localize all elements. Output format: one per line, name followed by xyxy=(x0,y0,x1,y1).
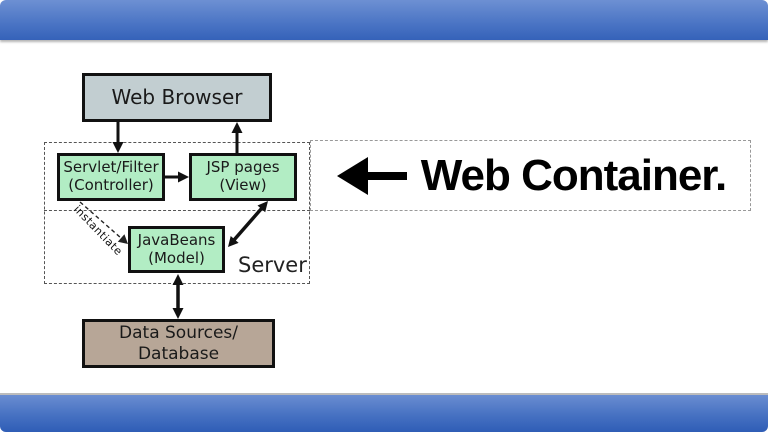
left-arrow-icon xyxy=(336,156,407,195)
database-line2: Database xyxy=(137,343,220,364)
database-line1: Data Sources/ xyxy=(119,323,238,344)
web-container-divider xyxy=(44,210,310,211)
view-line2: (View) xyxy=(219,176,267,194)
jsp-view-box: JSP pages (View) xyxy=(189,153,297,201)
web-container-annotation: Web Container. xyxy=(310,140,751,211)
bottom-banner xyxy=(0,393,768,432)
javabeans-model-box: JavaBeans (Model) xyxy=(128,226,225,273)
model-line1: JavaBeans xyxy=(137,230,216,249)
controller-line1: Servlet/Filter xyxy=(63,158,159,177)
controller-line2: (Controller) xyxy=(68,176,154,194)
servlet-controller-box: Servlet/Filter (Controller) xyxy=(57,153,165,201)
web-container-text: Web Container. xyxy=(420,150,727,200)
model-line2: (Model) xyxy=(148,248,205,267)
web-browser-box: Web Browser xyxy=(82,73,272,122)
view-line1: JSP pages xyxy=(206,158,280,177)
database-box: Data Sources/ Database xyxy=(82,319,275,368)
top-banner xyxy=(0,0,768,40)
server-label: Server xyxy=(238,253,307,277)
web-browser-label: Web Browser xyxy=(111,84,243,109)
